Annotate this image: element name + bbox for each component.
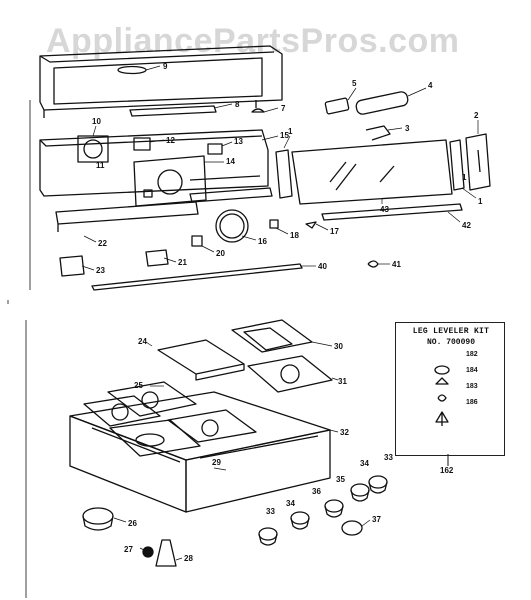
drip-pan-main — [109, 419, 201, 457]
end-cap-1-right — [449, 139, 465, 191]
kit-reference-number: 162 — [440, 466, 454, 475]
callout-1a: 1 — [478, 197, 483, 206]
socket-5 — [324, 97, 350, 115]
callout-28: 28 — [184, 554, 193, 563]
leg-leveler-kit-box: LEG LEVELER KIT NO. 700090 182 184 183 1… — [395, 322, 505, 456]
kit-part-182: 182 — [466, 351, 478, 358]
glass-panel-43 — [291, 139, 453, 205]
trim-strip-8 — [129, 105, 217, 117]
rod-40 — [91, 263, 303, 291]
callout-1b: 1 — [288, 127, 293, 136]
callout-43: 43 — [380, 205, 389, 214]
callout-37: 37 — [372, 515, 381, 524]
kit-number: NO. 700090 — [426, 338, 475, 347]
rail-22 — [55, 201, 199, 232]
knobs-33-37 — [258, 475, 388, 546]
callout-2: 2 — [474, 111, 479, 120]
callout-13: 13 — [234, 137, 243, 146]
end-bracket-2 — [465, 133, 491, 191]
burner-top-center — [167, 409, 257, 443]
rail-upper — [189, 187, 273, 203]
callout-17: 17 — [330, 227, 339, 236]
kit-part-186: 186 — [466, 399, 478, 406]
callout-1c: 1 — [462, 173, 467, 182]
callout-30: 30 — [334, 342, 343, 351]
grate-30 — [231, 319, 313, 353]
callout-31: 31 — [338, 377, 347, 386]
callout-16: 16 — [258, 237, 267, 246]
kit-part-183: 183 — [466, 383, 478, 390]
callout-3: 3 — [405, 124, 410, 133]
kit-parts — [434, 365, 450, 426]
timer-plate-14 — [133, 155, 207, 207]
callout-22: 22 — [98, 239, 107, 248]
grate-25 — [107, 381, 197, 417]
callout-25: 25 — [134, 381, 143, 390]
callout-11: 11 — [96, 161, 105, 170]
trim-42 — [321, 203, 463, 221]
callout-26: 26 — [128, 519, 137, 528]
callout-36: 36 — [312, 487, 321, 496]
kit-title: LEG LEVELER KIT — [412, 327, 490, 336]
callout-21: 21 — [178, 258, 187, 267]
knob-26 — [82, 507, 114, 531]
block-23 — [59, 255, 85, 277]
upper-callouts: 9 8 7 5 4 3 2 1 10 12 13 14 15 1 11 43 4… — [92, 62, 483, 275]
callout-24: 24 — [138, 337, 147, 346]
callout-4: 4 — [428, 81, 433, 90]
backguard-housing — [39, 45, 283, 118]
clip-7 — [251, 108, 265, 113]
bracket-3 — [365, 125, 391, 141]
cover-plate-24 — [157, 339, 245, 381]
callout-8: 8 — [235, 100, 240, 109]
callout-9: 9 — [163, 62, 168, 71]
callout-20: 20 — [216, 249, 225, 258]
ring-16 — [215, 209, 249, 243]
switch-13 — [207, 143, 223, 155]
callout-18: 18 — [290, 231, 299, 240]
spring-41 — [367, 260, 379, 268]
callout-34a: 34 — [360, 459, 369, 468]
callout-34b: 34 — [286, 499, 295, 508]
block-21 — [145, 249, 169, 267]
callout-12: 12 — [166, 136, 175, 145]
lower-callouts: 24 30 25 31 32 29 33 34 35 36 34 33 37 2… — [124, 337, 393, 563]
callout-41: 41 — [392, 260, 401, 269]
burner-top-left — [83, 395, 161, 427]
end-cap-1-left — [275, 149, 293, 199]
kit-part-184: 184 — [466, 367, 478, 374]
pin-17 — [305, 221, 317, 229]
callout-35: 35 — [336, 475, 345, 484]
light-tube-4 — [355, 91, 409, 115]
callout-33b: 33 — [266, 507, 275, 516]
knob-27 — [142, 546, 154, 558]
callout-15: 15 — [280, 131, 289, 140]
callout-40: 40 — [318, 262, 327, 271]
callout-29: 29 — [212, 458, 221, 467]
nut-18 — [269, 219, 279, 229]
clip-20 — [191, 235, 203, 247]
callout-14: 14 — [226, 157, 235, 166]
callout-32: 32 — [340, 428, 349, 437]
callout-5: 5 — [352, 79, 357, 88]
cooktop-frame-32 — [69, 391, 331, 513]
grate-31 — [247, 355, 333, 393]
control-panel-15 — [39, 129, 269, 197]
callout-33a: 33 — [384, 453, 393, 462]
callout-27: 27 — [124, 545, 133, 554]
clock-10 — [77, 135, 109, 163]
watermark: AppliancePartsPros.com — [46, 22, 460, 60]
callout-7: 7 — [281, 104, 286, 113]
callout-42: 42 — [462, 221, 471, 230]
knob-28 — [155, 539, 177, 567]
switch-12 — [133, 137, 151, 151]
callout-10: 10 — [92, 117, 101, 126]
handle-part-9 — [117, 65, 147, 75]
callout-23: 23 — [96, 266, 105, 275]
